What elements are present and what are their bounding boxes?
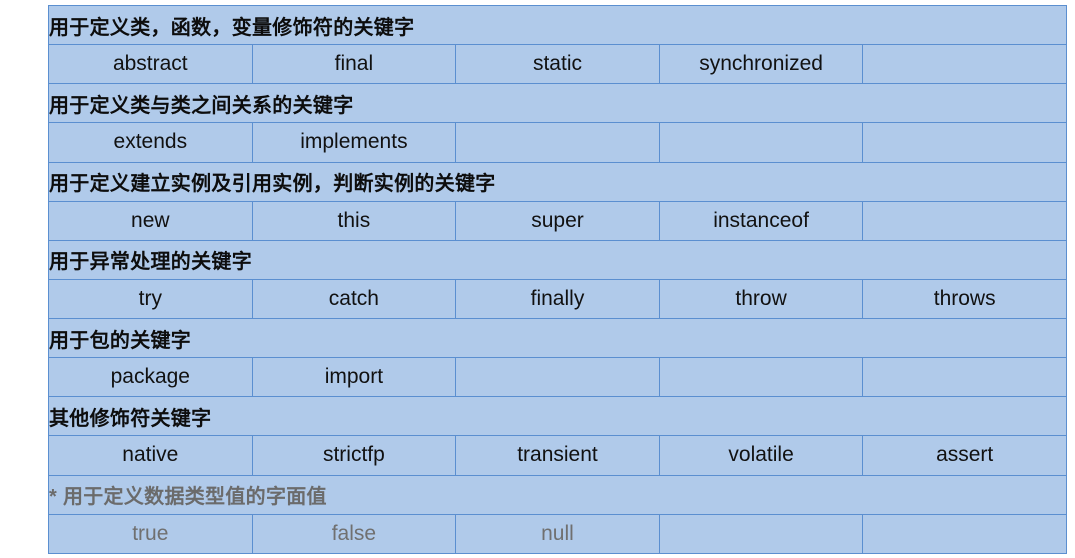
empty-cell — [862, 513, 1067, 554]
empty-cell — [862, 44, 1067, 85]
section-header-row: 其他修饰符关键字 — [48, 396, 1067, 437]
empty-cell — [455, 122, 660, 163]
keyword-cell: assert — [862, 435, 1067, 476]
keyword-cell: this — [251, 200, 457, 241]
section-header-label: 其他修饰符关键字 — [48, 396, 1067, 437]
section-header-row: 用于异常处理的关键字 — [48, 239, 1067, 280]
keyword-cell: finally — [455, 278, 660, 320]
keyword-cell: transient — [455, 435, 660, 476]
keyword-cell: super — [455, 200, 660, 241]
section-header-label: 用于异常处理的关键字 — [48, 239, 1067, 280]
empty-cell — [658, 122, 864, 163]
keyword-cell: abstract — [48, 44, 253, 85]
section-header-row: 用于定义类，函数，变量修饰符的关键字 — [48, 4, 1067, 46]
keyword-cell: static — [455, 44, 660, 85]
keyword-cell: instanceof — [658, 200, 864, 241]
section-header-row: 用于定义类与类之间关系的关键字 — [48, 83, 1067, 124]
keyword-cell: null — [455, 513, 660, 554]
empty-cell — [658, 357, 864, 398]
section-header-row: * 用于定义数据类型值的字面值 — [48, 474, 1067, 515]
keyword-cell: volatile — [658, 435, 864, 476]
keyword-cell: synchronized — [658, 44, 864, 85]
section-header-label: 用于包的关键字 — [48, 317, 1067, 359]
empty-cell — [862, 200, 1067, 241]
section-header-row: 用于定义建立实例及引用实例，判断实例的关键字 — [48, 161, 1067, 202]
keyword-cell: import — [251, 357, 457, 398]
keyword-cell: final — [251, 44, 457, 85]
keyword-cell: native — [48, 435, 253, 476]
keyword-cell: strictfp — [251, 435, 457, 476]
keyword-cell: false — [251, 513, 457, 554]
keyword-cell: extends — [48, 122, 253, 163]
keyword-cell: new — [48, 200, 253, 241]
empty-cell — [658, 513, 864, 554]
section-header-label: 用于定义类，函数，变量修饰符的关键字 — [48, 4, 1067, 46]
keyword-cell: true — [48, 513, 253, 554]
section-header-label: 用于定义类与类之间关系的关键字 — [48, 83, 1067, 124]
keyword-cell: implements — [251, 122, 457, 163]
section-header-label: * 用于定义数据类型值的字面值 — [48, 474, 1067, 515]
empty-cell — [862, 357, 1067, 398]
section-header-label: 用于定义建立实例及引用实例，判断实例的关键字 — [48, 161, 1067, 202]
keyword-cell: catch — [251, 278, 457, 320]
empty-cell — [455, 357, 660, 398]
section-header-row: 用于包的关键字 — [48, 317, 1067, 359]
keyword-cell: package — [48, 357, 253, 398]
keyword-cell: throws — [862, 278, 1067, 320]
keyword-cell: try — [48, 278, 253, 320]
empty-cell — [862, 122, 1067, 163]
keyword-cell: throw — [658, 278, 864, 320]
